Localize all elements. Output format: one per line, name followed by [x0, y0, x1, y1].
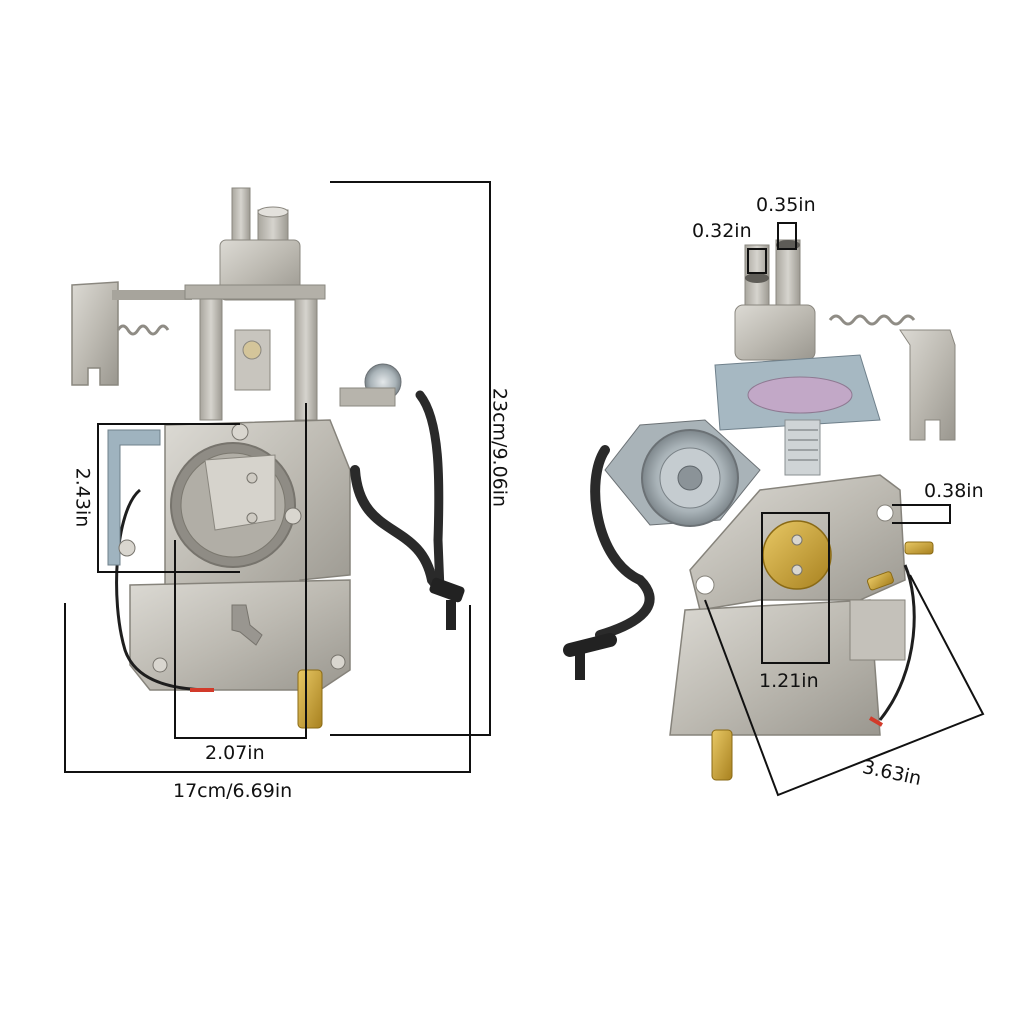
- throttle-width-label: 1.21in: [759, 670, 819, 692]
- height-dimension-label: 23cm/9.06in: [488, 387, 511, 508]
- right-carburetor: [563, 239, 956, 781]
- dimension-lines: [64, 181, 985, 797]
- width-dimension-label: 17cm/6.69in: [173, 780, 293, 802]
- bore-height-label: 2.43in: [71, 467, 94, 528]
- port-a-label: 0.32in: [692, 220, 752, 242]
- bore-width-label: 2.07in: [205, 742, 265, 764]
- port-b-label: 0.35in: [756, 194, 816, 216]
- left-carburetor: [71, 187, 465, 729]
- mount-hole-label: 0.38in: [924, 480, 984, 502]
